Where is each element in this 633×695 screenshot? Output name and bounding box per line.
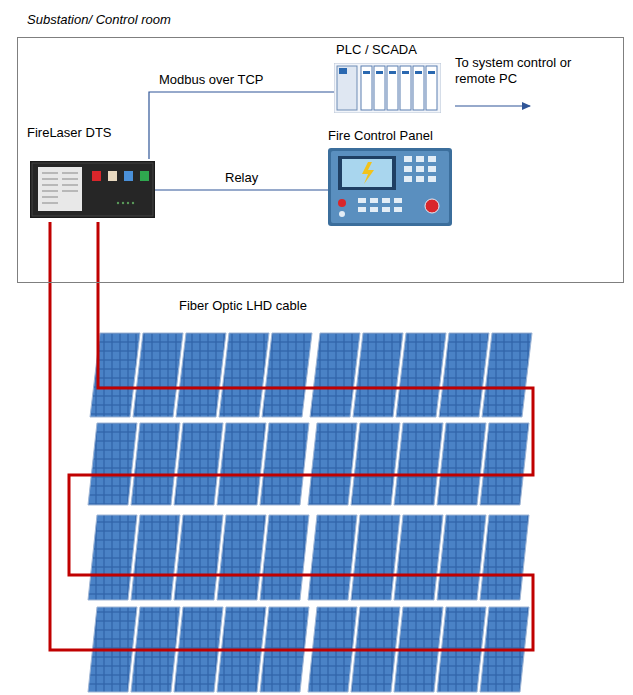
solar-panel	[482, 333, 532, 417]
solar-panel	[394, 515, 443, 600]
output-arrow	[455, 105, 530, 106]
signal-link	[149, 92, 334, 159]
node-heading: Fire Control Panel	[328, 128, 433, 144]
solar-panel	[308, 423, 357, 505]
solar-panel	[260, 423, 309, 505]
signal-link	[155, 189, 328, 190]
solar-panel	[88, 423, 137, 505]
link-label: Modbus over TCP	[157, 72, 266, 88]
solar-panel	[262, 333, 312, 417]
room-boundary: Substation/ Control roomFireLaser DTSPLC…	[17, 37, 624, 283]
fiber-optic-cable	[50, 222, 533, 650]
device-illustration	[30, 159, 155, 220]
device-illustration	[328, 148, 452, 226]
solar-panel	[260, 515, 309, 600]
node-heading: PLC / SCADA	[336, 42, 417, 58]
node-heading: Substation/ Control room	[27, 12, 171, 28]
solar-panel	[351, 423, 400, 505]
note-label: Fiber Optic LHD cable	[179, 298, 307, 314]
solar-panel	[394, 423, 443, 505]
solar-panel	[133, 333, 183, 417]
solar-panel	[437, 515, 486, 600]
device-illustration	[334, 63, 441, 113]
solar-panel	[174, 515, 223, 600]
solar-panel	[437, 423, 486, 505]
solar-panel	[353, 333, 403, 417]
link-label: Relay	[223, 170, 260, 186]
note-label: To system control or remote PC	[455, 55, 605, 87]
solar-panel	[88, 515, 137, 600]
device-box: PLC / SCADA	[334, 63, 441, 113]
solar-panel	[310, 333, 360, 417]
solar-panel	[217, 515, 266, 600]
solar-panel	[480, 515, 529, 600]
solar-panel	[308, 515, 357, 600]
solar-panel	[174, 423, 223, 505]
solar-panel	[480, 423, 529, 505]
solar-panel	[217, 423, 266, 505]
solar-panel	[131, 515, 180, 600]
solar-panel	[351, 515, 400, 600]
solar-panel	[439, 333, 489, 417]
node-heading: FireLaser DTS	[27, 125, 112, 141]
solar-panel	[131, 423, 180, 505]
solar-panel	[176, 333, 226, 417]
device-box: Fire Control Panel	[328, 148, 452, 226]
device-box: FireLaser DTS	[30, 159, 155, 220]
solar-panel	[396, 333, 446, 417]
solar-panel	[219, 333, 269, 417]
